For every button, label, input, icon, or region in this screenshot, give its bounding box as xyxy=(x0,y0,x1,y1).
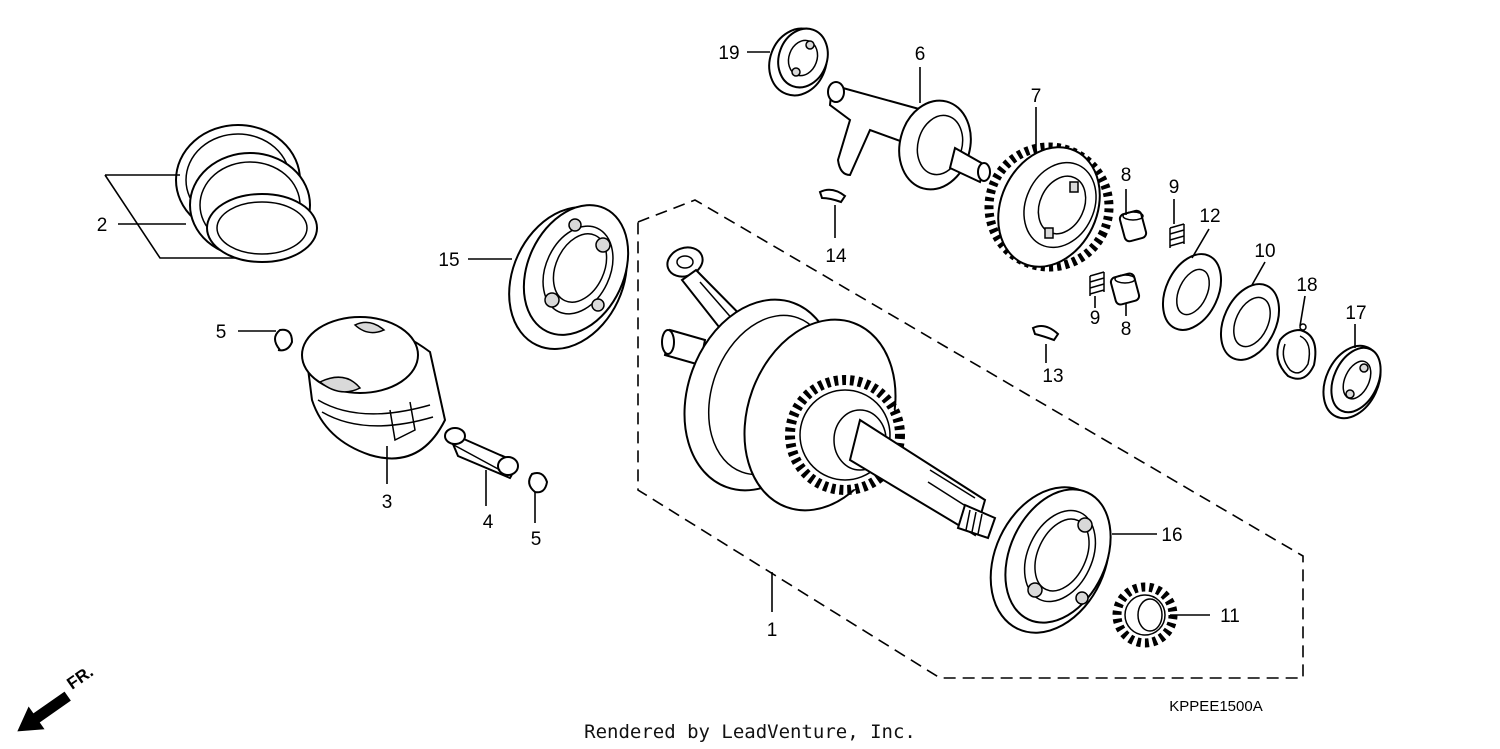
callout-9-lower: 9 xyxy=(1090,308,1101,329)
piston-rings-part[interactable] xyxy=(104,124,318,263)
pin-clip-lower-part[interactable] xyxy=(528,472,549,494)
callout-19: 19 xyxy=(718,43,739,64)
balancer-gear-part[interactable] xyxy=(969,127,1128,286)
damper-upper-part[interactable] xyxy=(1118,209,1148,243)
callout-1: 1 xyxy=(767,620,778,641)
callout-8-upper: 8 xyxy=(1121,165,1132,186)
thrust-washer-part[interactable] xyxy=(1210,275,1291,369)
callout-2: 2 xyxy=(97,215,108,236)
callout-9-upper: 9 xyxy=(1169,177,1180,198)
circlip-part[interactable] xyxy=(1276,323,1317,380)
callout-15: 15 xyxy=(438,250,459,271)
callout-11: 11 xyxy=(1220,606,1240,627)
crankshaft-part[interactable] xyxy=(659,243,997,540)
callout-13: 13 xyxy=(1042,366,1063,387)
callout-6: 6 xyxy=(915,44,926,65)
bearing-crank-part[interactable] xyxy=(968,468,1132,652)
bearing-left-part[interactable] xyxy=(487,188,649,369)
callout-7: 7 xyxy=(1031,86,1042,107)
callout-17: 17 xyxy=(1345,303,1366,324)
callout-10: 10 xyxy=(1254,241,1275,262)
spring-lower-part[interactable] xyxy=(1089,271,1105,296)
timing-sprocket-part[interactable] xyxy=(1112,582,1178,648)
callout-4: 4 xyxy=(483,512,494,533)
woodruff-key-14-part[interactable] xyxy=(818,188,847,204)
front-arrow-icon xyxy=(17,691,71,732)
callout-18: 18 xyxy=(1296,275,1317,296)
callout-14: 14 xyxy=(825,246,847,267)
spring-upper-part[interactable] xyxy=(1169,223,1185,248)
callout-5-lower: 5 xyxy=(531,529,542,550)
callout-5-upper: 5 xyxy=(216,322,227,343)
pin-clip-upper-part[interactable] xyxy=(274,328,294,352)
front-direction-label: FR. xyxy=(63,662,96,693)
credit-text: Rendered by LeadVenture, Inc. xyxy=(584,721,916,743)
washer-part[interactable] xyxy=(1152,245,1233,339)
callout-8-lower: 8 xyxy=(1121,319,1132,340)
balancer-shaft-part[interactable] xyxy=(827,81,991,198)
crankshaft-assembly-boundary xyxy=(637,199,1304,679)
drawing-code: KPPEE1500A xyxy=(1169,698,1262,715)
callout-12: 12 xyxy=(1199,206,1220,227)
bearing-right-part[interactable] xyxy=(1312,337,1391,428)
piston-part[interactable] xyxy=(301,316,447,460)
piston-pin-part[interactable] xyxy=(444,427,519,480)
woodruff-key-13-part[interactable] xyxy=(1031,325,1060,342)
leader-lines xyxy=(118,51,1356,616)
damper-lower-part[interactable] xyxy=(1109,272,1141,306)
bearing-top-part[interactable] xyxy=(760,20,836,103)
callout-3: 3 xyxy=(382,492,393,513)
callout-16: 16 xyxy=(1161,525,1182,546)
